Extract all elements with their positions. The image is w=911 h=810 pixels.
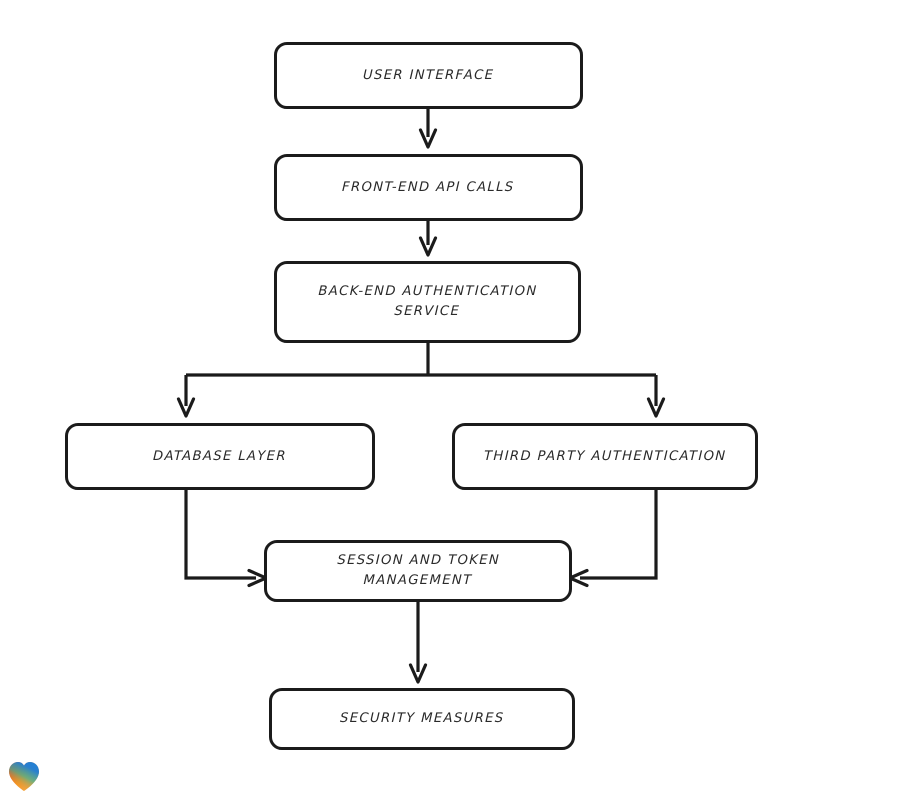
- node-database-layer-label: Database Layer: [152, 448, 288, 464]
- edge-backend-to-thirdparty: [646, 375, 666, 418]
- edge-session-to-security: [408, 602, 428, 684]
- node-third-party-authentication-label: Third Party Authentication: [483, 448, 727, 464]
- edge-thirdparty-to-session: [568, 490, 658, 588]
- node-session-and-token-management[interactable]: Session and Token Management: [264, 540, 572, 602]
- node-user-interface[interactable]: User Interface: [274, 42, 583, 109]
- edge-frontend-to-backend: [418, 221, 438, 257]
- node-third-party-authentication[interactable]: Third Party Authentication: [452, 423, 758, 490]
- edge-backend-branch-bus: [186, 343, 656, 377]
- node-backend-authentication-service-label: Back-End Authentication Service: [317, 284, 538, 319]
- edge-backend-to-database: [176, 375, 196, 418]
- edge-database-to-session: [184, 490, 268, 588]
- node-security-measures-label: Security Measures: [339, 711, 505, 727]
- node-frontend-api-calls[interactable]: Front-End API Calls: [274, 154, 583, 221]
- node-frontend-api-calls-label: Front-End API Calls: [342, 179, 516, 195]
- node-database-layer[interactable]: Database Layer: [65, 423, 375, 490]
- node-backend-authentication-service[interactable]: Back-End Authentication Service: [274, 261, 581, 343]
- node-user-interface-label: User Interface: [362, 67, 495, 83]
- gradient-heart-icon: [9, 762, 39, 791]
- edge-ui-to-frontend: [418, 109, 438, 149]
- node-session-and-token-management-label: Session and Token Management: [336, 553, 500, 588]
- node-security-measures[interactable]: Security Measures: [269, 688, 575, 750]
